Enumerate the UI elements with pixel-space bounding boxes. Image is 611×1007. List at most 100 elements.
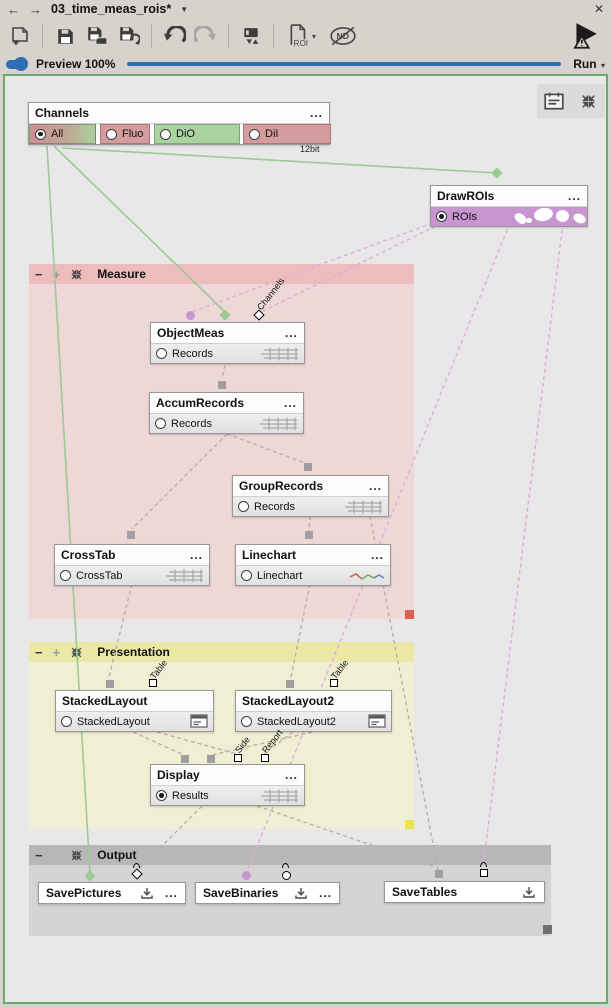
group-fit-icon[interactable] <box>70 268 83 281</box>
node-channels[interactable]: Channels ... All Fluo DiO DiI <box>28 102 331 145</box>
node-stackedlayout2[interactable]: StackedLayout2 StackedLayout2 <box>235 690 392 732</box>
node-drawrois[interactable]: DrawROIs ... ROIs <box>430 185 588 227</box>
preview-toggle[interactable] <box>6 57 28 71</box>
node-port-row[interactable]: Records <box>151 344 304 363</box>
back-arrow-icon[interactable]: ← <box>7 1 20 17</box>
port-optional-circle[interactable] <box>282 871 291 880</box>
node-menu-button[interactable]: ... <box>318 885 332 900</box>
port-records-input-square[interactable] <box>304 463 312 471</box>
port-records-input-square[interactable] <box>305 531 313 539</box>
node-title: Channels <box>35 106 90 120</box>
node-menu-button[interactable]: ... <box>284 767 298 782</box>
preview-bar: Preview 100% Run ▾ <box>0 54 611 74</box>
radio-icon[interactable] <box>436 211 447 222</box>
port-table-optional-square[interactable] <box>149 679 157 687</box>
run-menu-button[interactable]: Run ▾ <box>573 55 605 73</box>
save-as-button[interactable] <box>83 22 111 50</box>
port-channels-input-diamond[interactable] <box>491 167 503 179</box>
schedule-button[interactable] <box>541 88 567 114</box>
node-port-row[interactable]: StackedLayout2 <box>236 712 391 731</box>
node-stackedlayout[interactable]: StackedLayout StackedLayout <box>55 690 214 732</box>
output-resize-handle[interactable] <box>543 925 552 934</box>
roi-button[interactable]: ROI ▾ <box>282 22 322 50</box>
node-port-row[interactable]: ROIs <box>431 207 587 226</box>
radio-icon[interactable] <box>238 501 249 512</box>
node-port-row[interactable]: StackedLayout <box>56 712 213 731</box>
new-workflow-button[interactable] <box>6 22 34 50</box>
node-port-row[interactable]: CrossTab <box>55 566 209 585</box>
channel-option-dio[interactable]: DiO <box>154 124 240 144</box>
group-expand-button[interactable]: + <box>52 266 61 282</box>
channel-option-all[interactable]: All <box>29 124 96 144</box>
port-table-input-square[interactable] <box>286 680 294 688</box>
node-port-row[interactable]: Results <box>151 786 304 805</box>
undo-button[interactable] <box>160 22 188 50</box>
measure-resize-handle[interactable] <box>405 610 414 619</box>
group-collapse-button[interactable]: − <box>35 266 43 282</box>
run-button[interactable] <box>569 20 601 52</box>
node-menu-button[interactable]: ... <box>370 547 384 562</box>
port-roi-input-circle[interactable] <box>242 871 251 880</box>
node-savepictures[interactable]: SavePictures ... <box>38 882 186 904</box>
node-menu-button[interactable]: ... <box>189 547 203 562</box>
node-savetables[interactable]: SaveTables <box>384 881 545 903</box>
port-records-input-square[interactable] <box>218 381 226 389</box>
node-menu-button[interactable]: ... <box>309 105 323 120</box>
node-display[interactable]: Display ... Results <box>150 764 305 806</box>
group-expand-button[interactable]: + <box>52 847 61 863</box>
port-optional-square[interactable] <box>480 869 488 877</box>
radio-icon[interactable] <box>61 716 72 727</box>
forward-arrow-icon[interactable]: → <box>29 1 42 17</box>
group-fit-icon[interactable] <box>70 646 83 659</box>
node-savebinaries[interactable]: SaveBinaries ... <box>195 882 340 904</box>
radio-icon[interactable] <box>106 128 117 140</box>
port-display-input-square[interactable] <box>181 755 189 763</box>
group-collapse-button[interactable]: − <box>35 644 43 660</box>
close-icon[interactable]: ✕ <box>593 2 604 16</box>
port-display-input-square[interactable] <box>207 755 215 763</box>
radio-icon[interactable] <box>241 570 252 581</box>
node-menu-button[interactable]: ... <box>368 478 382 493</box>
node-menu-button[interactable]: ... <box>567 188 581 203</box>
radio-icon[interactable] <box>249 128 260 140</box>
node-menu-button[interactable]: ... <box>283 395 297 410</box>
collapse-all-button[interactable] <box>575 88 601 114</box>
transfer-device-button[interactable] <box>237 22 265 50</box>
node-grouprecords[interactable]: GroupRecords ... Records <box>232 475 389 517</box>
group-collapse-button[interactable]: − <box>35 847 43 863</box>
node-title: GroupRecords <box>239 479 324 493</box>
group-expand-button[interactable]: + <box>52 644 61 660</box>
radio-icon[interactable] <box>241 716 252 727</box>
node-port-row[interactable]: Linechart <box>236 566 390 585</box>
node-port-row[interactable]: Records <box>150 414 303 433</box>
channel-option-dii[interactable]: DiI <box>243 124 331 144</box>
title-dropdown-caret[interactable]: ▼ <box>180 4 189 14</box>
nd-hide-button[interactable]: ND <box>326 22 360 50</box>
node-linechart[interactable]: Linechart ... Linechart <box>235 544 391 586</box>
radio-icon[interactable] <box>60 570 71 581</box>
radio-icon[interactable] <box>155 418 166 429</box>
radio-icon[interactable] <box>156 790 167 801</box>
radio-icon[interactable] <box>35 128 46 140</box>
workflow-canvas[interactable]: − + Measure − + Presentation − + Output <box>3 74 608 1004</box>
port-roi-input-circle[interactable] <box>186 311 195 320</box>
save-button[interactable] <box>51 22 79 50</box>
group-fit-icon[interactable] <box>70 849 83 862</box>
port-records-input-square[interactable] <box>127 531 135 539</box>
radio-icon[interactable] <box>160 128 171 140</box>
save-copy-button[interactable] <box>115 22 143 50</box>
node-menu-button[interactable]: ... <box>284 325 298 340</box>
roi-dropdown-caret[interactable]: ▾ <box>311 31 316 41</box>
radio-icon[interactable] <box>156 348 167 359</box>
redo-button[interactable] <box>192 22 220 50</box>
preview-slider[interactable] <box>127 62 562 66</box>
node-accumrecords[interactable]: AccumRecords ... Records <box>149 392 304 434</box>
channel-option-fluo[interactable]: Fluo <box>100 124 150 144</box>
node-menu-button[interactable]: ... <box>164 885 178 900</box>
node-port-row[interactable]: Records <box>233 497 388 516</box>
port-records-input-square[interactable] <box>435 870 443 878</box>
port-table-input-square[interactable] <box>106 680 114 688</box>
presentation-resize-handle[interactable] <box>405 820 414 829</box>
node-objectmeas[interactable]: ObjectMeas ... Records <box>150 322 305 364</box>
node-crosstab[interactable]: CrossTab ... CrossTab <box>54 544 210 586</box>
